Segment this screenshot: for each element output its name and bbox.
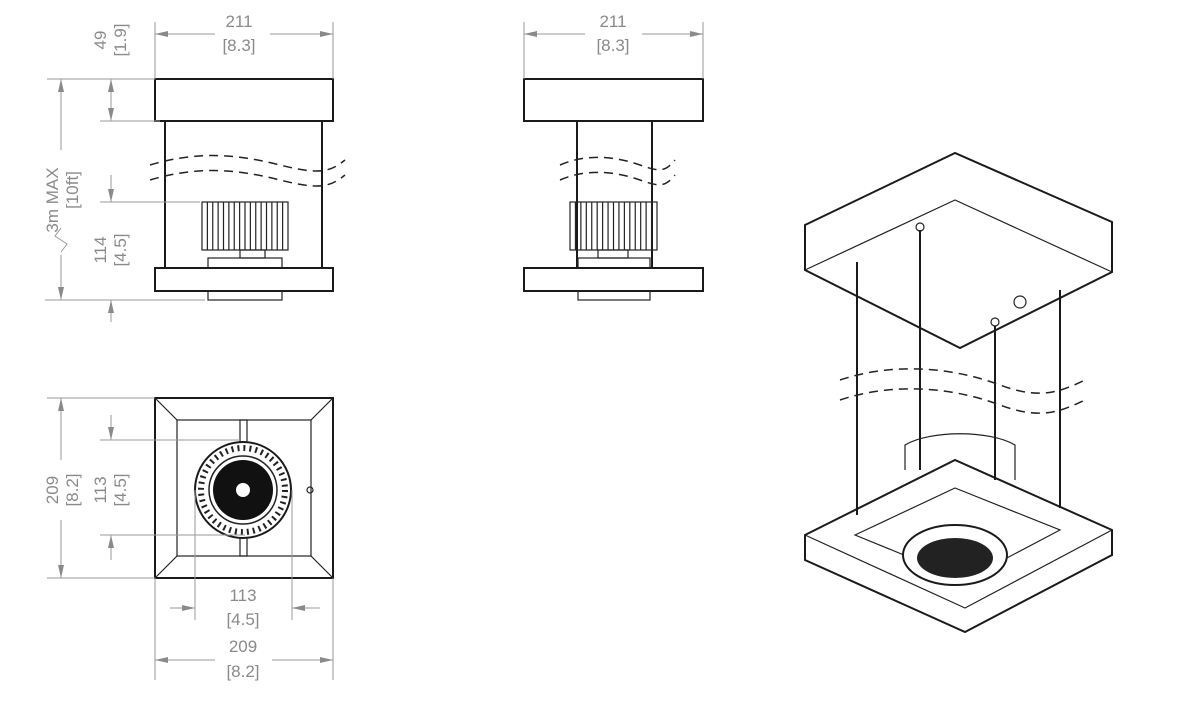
- break-line: [839, 368, 1086, 394]
- dim-fixture-height-mm: 114: [91, 236, 110, 263]
- canopy-box: [523, 78, 704, 122]
- break-line: [559, 156, 676, 171]
- dim-box-height-in: [1.9]: [111, 23, 130, 56]
- trim-plate: [154, 267, 334, 292]
- dim-aperture-v-mm: 113: [91, 476, 110, 503]
- trim-plate: [523, 267, 704, 292]
- heatsink: [201, 201, 289, 251]
- dim-width-mm: 211: [225, 12, 252, 31]
- neck: [597, 249, 629, 259]
- neck: [239, 249, 266, 259]
- canopy-box: [154, 78, 334, 122]
- dim-drop-length-imperial: [10ft]: [63, 171, 82, 209]
- dim-width-in: [8.3]: [222, 36, 255, 55]
- dim-aperture-h-in: [4.5]: [226, 610, 259, 629]
- break-line: [149, 169, 346, 187]
- trim-outline: [154, 397, 334, 579]
- heatsink: [904, 433, 1016, 480]
- lens: [207, 290, 283, 301]
- dim-width-mm: 209: [229, 637, 257, 656]
- isometric-view: [804, 151, 1113, 634]
- dim-aperture-v-in: [4.5]: [111, 473, 130, 506]
- dim-width-mm: 211: [599, 12, 626, 31]
- dim-fixture-height-in: [4.5]: [111, 233, 130, 266]
- dim-box-height-mm: 49: [91, 31, 110, 50]
- break-line: [149, 154, 346, 172]
- dimension-arrows: [58, 31, 703, 663]
- dim-width-in: [8.2]: [226, 662, 259, 681]
- lens: [917, 538, 993, 578]
- dim-drop-length: 3m MAX: [43, 167, 62, 232]
- dim-aperture-h-mm: 113: [229, 586, 256, 605]
- break-line: [839, 388, 1086, 414]
- housing: [577, 257, 651, 269]
- dim-height-mm: 209: [43, 476, 62, 504]
- bottom-view: 209 [8.2] 113 [4.5] 113 [4.5] 209 [8.2]: [43, 397, 334, 681]
- trim-plate: [804, 458, 1113, 634]
- dim-width-in: [8.3]: [596, 36, 629, 55]
- lens: [577, 290, 651, 301]
- housing: [207, 257, 283, 269]
- front-view: 211 [8.3] 49 [1.9] 3m MAX [10ft] 114 [4.…: [43, 12, 346, 322]
- side-view: 211 [8.3]: [523, 12, 704, 301]
- dim-height-in: [8.2]: [63, 473, 82, 506]
- heatsink: [569, 201, 658, 251]
- break-line: [559, 171, 676, 186]
